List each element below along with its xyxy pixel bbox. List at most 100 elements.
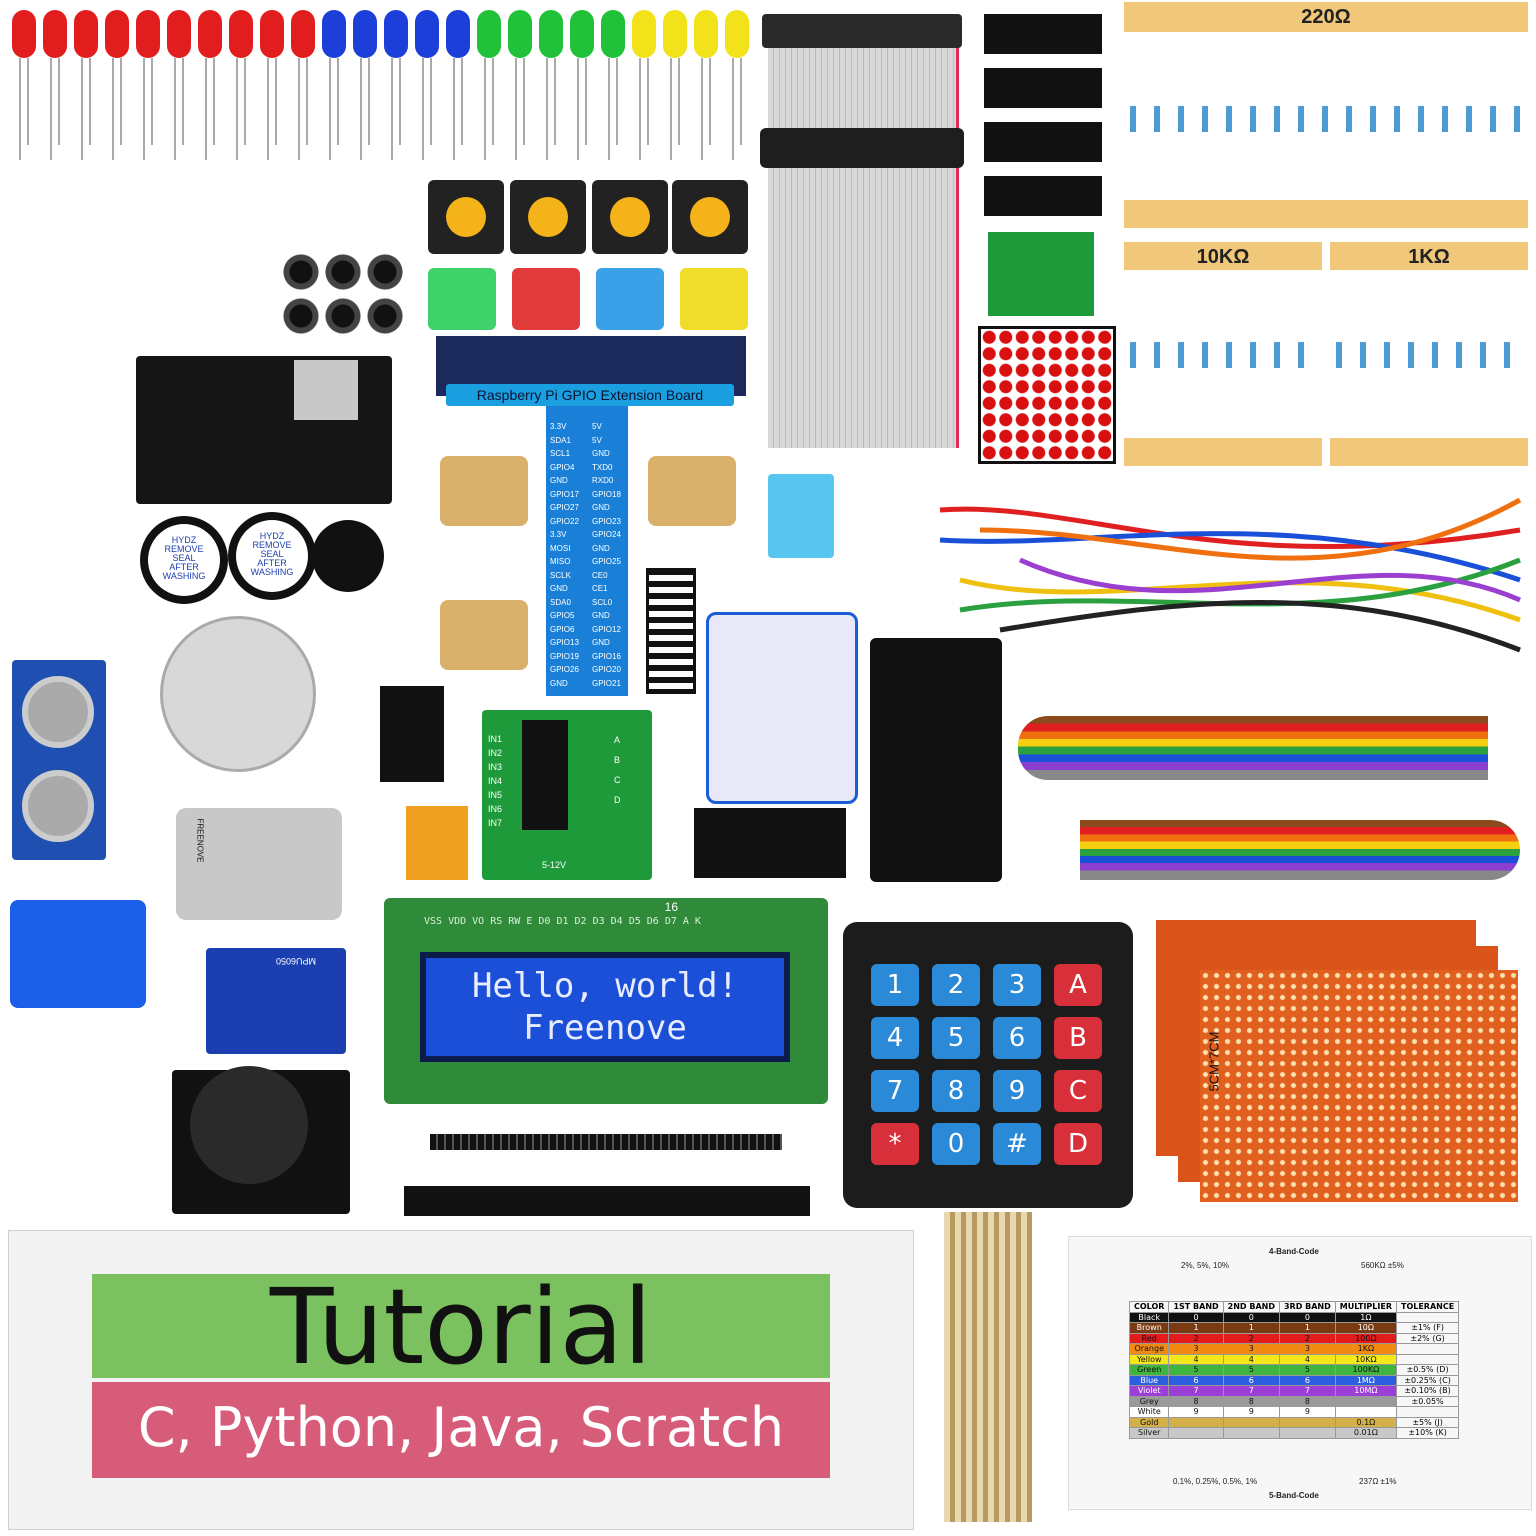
led (12, 10, 36, 160)
buzzer-label: WASHING (162, 571, 206, 581)
mpu-label: MPU6050 (276, 956, 317, 966)
keypad-key[interactable]: D (1054, 1123, 1102, 1165)
button-cap-red (512, 268, 580, 330)
color-table-cell: 1MΩ (1334, 1374, 1397, 1386)
color-table-cell: ±0.10% (B) (1395, 1385, 1460, 1397)
gpio-board-label: Raspberry Pi GPIO Extension Board (446, 384, 734, 406)
keypad-key[interactable]: 6 (993, 1017, 1041, 1059)
buzzer-label: HYDZ (171, 535, 197, 545)
potentiometer (648, 456, 736, 526)
led (508, 10, 532, 160)
color-table-cell: 6 (1278, 1374, 1336, 1386)
button-cap-green (428, 268, 496, 330)
motor-label: FREENOVE (195, 818, 205, 863)
gpio-pin-label: GND (550, 584, 568, 593)
color-table-cell: 7 (1168, 1385, 1224, 1397)
five-band-title: 5-Band-Code (1269, 1491, 1319, 1500)
keypad-key[interactable]: * (871, 1123, 919, 1165)
color-table-cell: 1 (1278, 1322, 1336, 1334)
gpio-pin-label: GPIO24 (592, 530, 621, 539)
button-cap-yellow (680, 268, 748, 330)
buzzer-label: AFTER (169, 562, 199, 572)
dc-motor (176, 808, 342, 920)
led-matrix (978, 326, 1116, 464)
color-table-cell: 10Ω (1334, 1322, 1397, 1334)
color-table-cell: 10MΩ (1334, 1385, 1397, 1397)
color-table-cell: Orange (1128, 1343, 1170, 1355)
keypad-key[interactable]: 5 (932, 1017, 980, 1059)
gpio-pin-label: GPIO5 (550, 611, 575, 620)
keypad-key[interactable]: 0 (932, 1123, 980, 1165)
buzzer-label: AFTER (257, 558, 287, 568)
stepper-motor (160, 616, 316, 772)
female-pin-header (404, 1186, 810, 1216)
led (446, 10, 470, 160)
driver-input-label: IN2 (488, 748, 503, 758)
color-table-cell (1278, 1427, 1336, 1439)
color-table-cell: 3 (1278, 1343, 1336, 1355)
led-bar-graph (646, 568, 696, 694)
keypad-key[interactable]: 9 (993, 1070, 1041, 1112)
color-table-cell: 1 (1222, 1322, 1280, 1334)
gpio-pin-label: GND (592, 543, 610, 553)
color-table-cell: White (1128, 1406, 1170, 1418)
color-table-cell: 100Ω (1334, 1332, 1397, 1344)
servo-motor (10, 900, 146, 1008)
led (632, 10, 656, 160)
male-pin-header (430, 1134, 782, 1150)
color-table-cell: 6 (1168, 1374, 1224, 1386)
gpio-pin-label: GND (592, 638, 610, 647)
driver-output-label: A (614, 735, 621, 745)
lcd-1602-module: VSS VDD VO RS RW E D0 D1 D2 D3 D4 D5 D6 … (384, 898, 828, 1104)
keypad-key[interactable]: 8 (932, 1070, 980, 1112)
gpio-pin-label: GPIO20 (592, 665, 621, 674)
keypad-key[interactable]: 7 (871, 1070, 919, 1112)
color-table-cell (1278, 1416, 1336, 1428)
led (384, 10, 408, 160)
five-band-value: 237Ω ±1% (1359, 1477, 1397, 1486)
color-table-cell: 9 (1278, 1406, 1336, 1418)
keypad-key[interactable]: B (1054, 1017, 1102, 1059)
gpio-pin-label: GPIO4 (550, 462, 575, 472)
gpio-pin-label: SCL0 (592, 597, 613, 607)
gpio-pin-label: SCL1 (550, 449, 571, 458)
color-table-cell: ±2% (G) (1395, 1332, 1460, 1344)
keypad-key[interactable]: A (1054, 964, 1102, 1006)
tactile-button (592, 180, 668, 254)
led (105, 10, 129, 160)
resistor-220-strip: 220Ω (1124, 2, 1528, 228)
color-table-cell: 5 (1168, 1364, 1224, 1376)
gpio-pin-label: 3.3V (550, 530, 567, 539)
keypad-key[interactable]: # (993, 1123, 1041, 1165)
keypad-key[interactable]: 3 (993, 964, 1041, 1006)
led (322, 10, 346, 160)
color-table-cell (1222, 1416, 1280, 1428)
ribbon-connector-mid (760, 128, 964, 168)
resistor-label-1k: 1KΩ (1408, 246, 1450, 268)
gpio-pin-label: GPIO13 (550, 638, 579, 647)
driver-input-label: IN3 (488, 762, 503, 772)
lcd-pin-number: 16 (664, 900, 678, 914)
color-table-cell (1395, 1406, 1460, 1418)
color-table-cell (1395, 1353, 1460, 1365)
keypad-key[interactable]: 2 (932, 964, 980, 1006)
color-table-cell: 4 (1168, 1353, 1224, 1365)
color-table-cell: ±0.5% (D) (1395, 1364, 1460, 1376)
color-table-header: MULTIPLIER (1334, 1301, 1397, 1313)
color-table-cell: 7 (1222, 1385, 1280, 1397)
led (694, 10, 718, 160)
proto-board-size-label: 5CM*7CM (1206, 1031, 1222, 1092)
keypad-key[interactable]: 1 (871, 964, 919, 1006)
gpio-pin-label: CE0 (592, 570, 608, 580)
keypad-key[interactable]: 4 (871, 1017, 919, 1059)
gpio-pin-label: SDA0 (550, 597, 571, 607)
keypad-key[interactable]: C (1054, 1070, 1102, 1112)
led (260, 10, 284, 160)
gpio-pin-label: GPIO23 (592, 516, 621, 526)
